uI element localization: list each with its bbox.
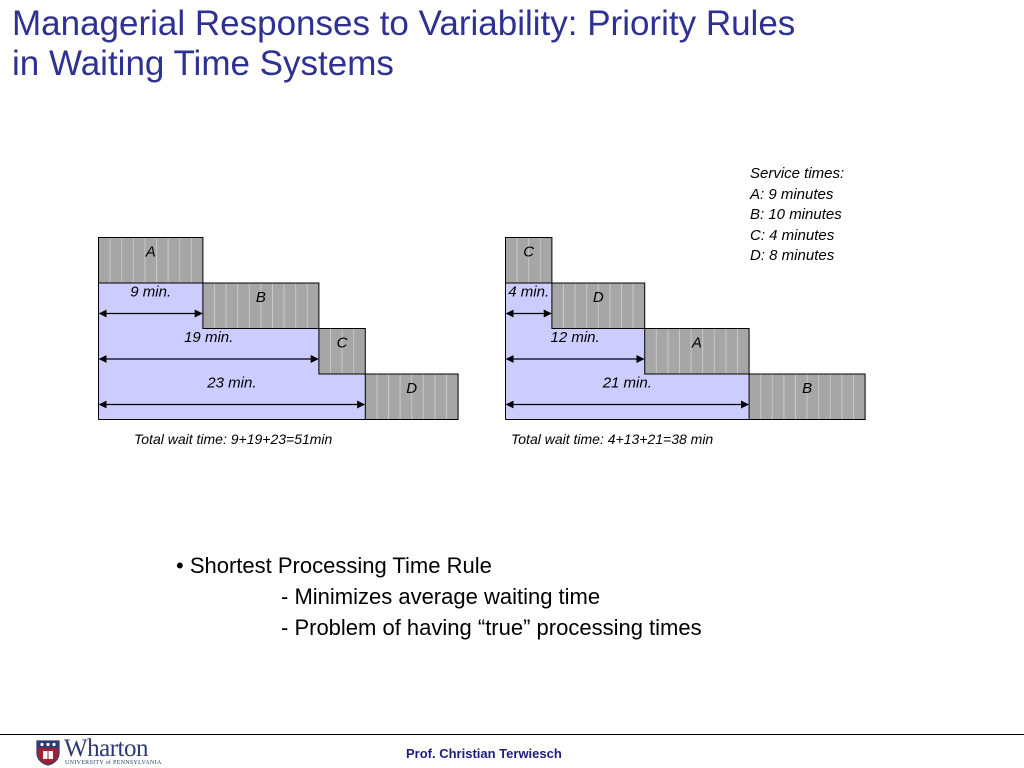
logo-wordmark: Wharton bbox=[64, 735, 148, 762]
logo-subtitle: UNIVERSITY of PENNSYLVANIA bbox=[65, 760, 162, 766]
right-job-c: C bbox=[505, 237, 553, 284]
right-wait-label-2: 12 min. bbox=[550, 329, 599, 346]
footer-author: Prof. Christian Terwiesch bbox=[406, 746, 562, 761]
right-total-wait: Total wait time: 4+13+21=38 min bbox=[511, 431, 713, 447]
left-total-wait: Total wait time: 9+19+23=51min bbox=[134, 431, 333, 447]
scheduling-diagram: A B C D 9 min. 19 min. 23 min. C D A B 4 min. 12 mi… bbox=[98, 237, 866, 447]
job-block-outline bbox=[318, 328, 366, 375]
job-label: D bbox=[593, 289, 604, 306]
job-label: D bbox=[406, 380, 417, 397]
service-time-d: D: 8 minutes bbox=[750, 247, 835, 264]
left-job-c: C bbox=[318, 328, 366, 375]
left-schedule: A B C D 9 min. 19 min. 23 min. bbox=[98, 237, 459, 420]
job-label: A bbox=[145, 244, 156, 261]
job-label: B bbox=[802, 380, 812, 397]
job-block bbox=[644, 328, 750, 374]
slide-title-line-2: in Waiting Time Systems bbox=[12, 44, 394, 83]
right-job-a: A bbox=[644, 328, 750, 375]
bullet-minimizes-wait: - Minimizes average waiting time bbox=[281, 584, 601, 609]
job-label: A bbox=[691, 335, 702, 352]
bullet-spt-rule: • Shortest Processing Time Rule bbox=[176, 553, 492, 578]
bullet-list: • Shortest Processing Time Rule - Minimi… bbox=[176, 550, 702, 643]
job-block-outline bbox=[644, 328, 750, 375]
job-block-outline bbox=[748, 373, 866, 420]
service-times-heading: Service times: bbox=[750, 165, 845, 182]
right-wait-area-b bbox=[505, 374, 750, 420]
left-job-b: B bbox=[202, 282, 320, 329]
service-time-c: C: 4 minutes bbox=[750, 226, 835, 244]
left-wait-label-2: 19 min. bbox=[184, 329, 233, 346]
left-wait-label-3: 23 min. bbox=[206, 375, 256, 392]
right-wait-label-3: 21 min. bbox=[602, 375, 652, 392]
left-job-d: D bbox=[364, 373, 459, 420]
service-time-a: A: 9 minutes bbox=[750, 185, 834, 203]
slide-title: Managerial Responses to Variability: Pri… bbox=[12, 4, 1012, 84]
job-block-outline bbox=[364, 373, 459, 420]
shield-icon bbox=[36, 740, 60, 766]
left-wait-area-c bbox=[98, 328, 319, 374]
service-times-legend: Service times: A: 9 minutes B: 10 minute… bbox=[750, 164, 844, 267]
bullet-true-processing: - Problem of having “true” processing ti… bbox=[281, 615, 702, 640]
slide-title-line-1: Managerial Responses to Variability: Pri… bbox=[12, 4, 796, 43]
right-job-d: D bbox=[551, 282, 646, 329]
job-label: C bbox=[523, 244, 534, 261]
left-wait-label-1: 9 min. bbox=[130, 284, 171, 301]
right-wait-label-1: 4 min. bbox=[508, 284, 549, 301]
left-wait-area-b bbox=[98, 283, 203, 329]
footer-divider bbox=[0, 734, 1024, 735]
job-block bbox=[98, 237, 203, 283]
left-wait-area-d bbox=[98, 374, 366, 420]
right-wait-area-d bbox=[505, 283, 552, 329]
job-block-outline bbox=[551, 282, 646, 329]
right-schedule: C D A B 4 min. 12 min. 21 min. bbox=[505, 237, 866, 420]
wharton-logo: Wharton UNIVERSITY of PENNSYLVANIA bbox=[36, 735, 166, 767]
job-label: B bbox=[256, 289, 266, 306]
job-block-outline bbox=[202, 282, 320, 329]
service-time-b: B: 10 minutes bbox=[750, 206, 842, 223]
job-label: C bbox=[337, 335, 348, 352]
right-wait-area-a bbox=[505, 328, 645, 374]
left-job-a: A bbox=[98, 237, 204, 284]
right-job-b: B bbox=[748, 373, 866, 420]
